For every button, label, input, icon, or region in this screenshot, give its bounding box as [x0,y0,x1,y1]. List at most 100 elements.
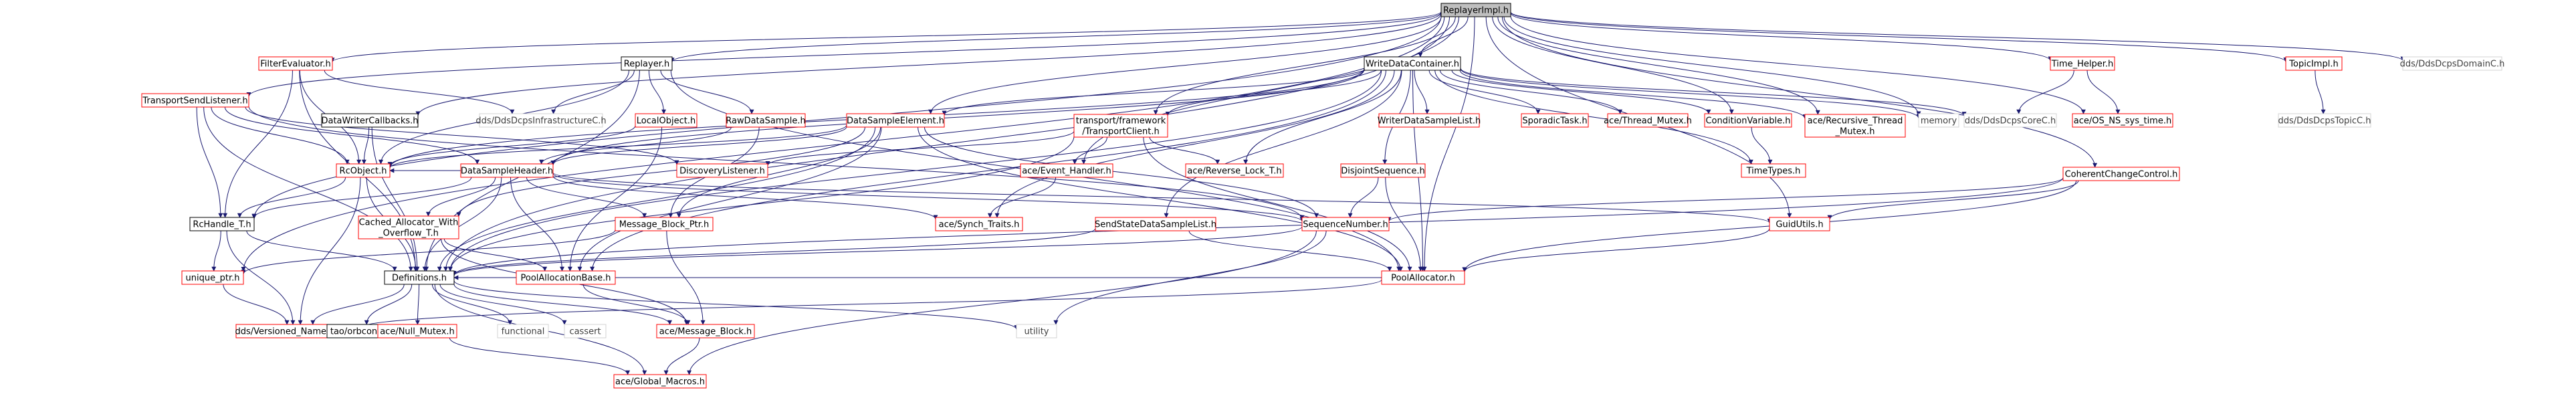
node-osns[interactable]: ace/OS_NS_sys_time.h [2072,113,2173,128]
node-timetypes[interactable]: TimeTypes.h [1741,163,1806,178]
edge-tclient-to-disclist [765,130,1075,167]
node-timehelper-label-0: Time_Helper.h [2051,60,2113,70]
node-osns-box [2072,113,2173,128]
node-condvar[interactable]: ConditionVariable.h [1704,113,1792,128]
edge-wdc-to-synchtraits [994,70,1395,218]
node-corec[interactable]: dds/DdsDcpsCoreC.h [1963,113,2057,128]
node-rawsample-box [726,113,806,128]
edge-cached-to-poolallocbase [443,238,548,272]
node-condvar-label-0: ConditionVariable.h [1705,116,1790,126]
node-domainc[interactable]: dds/DdsDcpsDomainC.h [2400,56,2505,71]
node-dsh-label-0: DataSampleHeader.h [461,167,553,177]
node-sendstate-label-0: SendStateDataSampleList.h [1095,220,1216,230]
edge-filtereval-to-infrac [324,70,515,114]
node-corec-box [1963,113,2057,128]
node-domainc-box [2402,56,2502,71]
node-guidutils[interactable]: GuidUtils.h [1769,217,1830,231]
node-dse[interactable]: DataSampleElement.h [846,113,945,128]
edge-root-to-definitions [443,16,1450,272]
node-disclist[interactable]: DiscoveryListener.h [676,163,768,178]
node-threadmutex[interactable]: ace/Thread_Mutex.h [1604,113,1692,128]
node-orbconf[interactable]: tao/orbconf.h [326,324,392,338]
edge-definitions-to-orbconf [364,284,413,325]
node-infrac[interactable]: dds/DdsDcpsInfrastructureC.h [475,113,607,128]
node-dsh[interactable]: DataSampleHeader.h [460,163,554,178]
node-coherent[interactable]: CoherentChangeControl.h [2062,167,2180,181]
edge-timehelper-to-osns [2086,70,2121,114]
node-tsl[interactable]: TransportSendListener.h [141,93,249,108]
node-memory[interactable]: memory [1918,113,1959,128]
node-rcobject[interactable]: RcObject.h [336,163,391,178]
node-topicc[interactable]: dds/DdsDcpsTopicC.h [2278,113,2371,128]
node-synchtraits[interactable]: ace/Synch_Traits.h [935,217,1023,231]
node-globalmacros-box [613,374,707,389]
node-localobj[interactable]: LocalObject.h [635,113,697,128]
node-nullmutex[interactable]: ace/Null_Mutex.h [377,324,457,338]
node-eventhandler-label-0: ace/Event_Handler.h [1022,167,1111,177]
node-disjoint[interactable]: DisjointSequence.h [1340,163,1426,178]
edge-timehelper-to-corec [2016,70,2074,114]
node-filtereval[interactable]: FilterEvaluator.h [258,56,333,71]
node-localobj-box [635,113,697,128]
node-rchandle-box [189,217,255,231]
node-tclient[interactable]: transport/framework/TransportClient.h [1073,114,1168,138]
node-localobj-label-0: LocalObject.h [637,116,695,126]
edge-dse-to-poolallocbase [577,126,882,272]
node-utility[interactable]: utility [1016,324,1057,338]
node-reverselock[interactable]: ace/Reverse_Lock_T.h [1185,163,1284,178]
node-msgblock[interactable]: ace/Message_Block.h [656,324,755,338]
edge-filtereval-to-rchandle [223,70,293,218]
node-reverselock-box [1185,163,1284,178]
node-replayer[interactable]: Replayer.h [621,56,673,71]
node-definitions[interactable]: Definitions.h [384,270,455,285]
node-sporadic[interactable]: SporadicTask.h [1521,113,1589,128]
edge-dsh-to-guidutils [552,172,1772,223]
node-seqnum[interactable]: SequenceNumber.h [1301,217,1390,231]
node-cached[interactable]: Cached_Allocator_With_Overflow_T.h [358,215,459,239]
edge-root-to-wdc [1418,16,1469,58]
edge-tsl-to-rcobject [211,106,350,165]
node-timetypes-label-0: TimeTypes.h [1746,167,1801,177]
edge-msgblock-to-globalmacros [663,337,700,375]
node-wdc-box [1364,56,1461,71]
edge-definitions-to-functional [431,284,513,325]
node-globalmacros[interactable]: ace/Global_Macros.h [613,374,707,389]
node-poolallocbase-label-0: PoolAllocationBase.h [520,274,611,284]
edge-wdc-to-definitions [447,70,1382,272]
node-eventhandler[interactable]: ace/Event_Handler.h [1020,163,1113,178]
node-synchtraits-label-0: ace/Synch_Traits.h [939,220,1020,230]
edge-topicimpl-to-topicc [2315,70,2326,114]
edge-dse-to-definitions [437,126,876,272]
node-functional-label-0: functional [502,327,545,337]
edge-definitions-to-versioned [310,284,405,325]
node-timehelper[interactable]: Time_Helper.h [2050,56,2115,71]
node-topicimpl[interactable]: TopicImpl.h [2285,56,2343,71]
node-sendstate[interactable]: SendStateDataSampleList.h [1095,217,1216,231]
edge-wdc-to-sporadic [1428,70,1541,114]
node-functional[interactable]: functional [497,324,549,338]
node-cassert[interactable]: cassert [564,324,607,338]
edge-mbptr-to-uniqueptr [241,229,616,275]
node-root: ReplayerImpl.h [1440,3,1511,17]
node-dwcb-box [321,113,419,128]
node-replayer-label-0: Replayer.h [624,60,670,70]
node-topicc-label-0: dds/DdsDcpsTopicC.h [2278,116,2371,126]
node-dwcb[interactable]: DataWriterCallbacks.h [321,113,419,128]
node-rawsample[interactable]: RawDataSample.h [726,113,806,128]
node-rchandle[interactable]: RcHandle_T.h [189,217,255,231]
node-mbptr[interactable]: Message_Block_Ptr.h [615,217,714,231]
node-poolallocator[interactable]: PoolAllocator.h [1381,270,1465,285]
node-poolallocator-label-0: PoolAllocator.h [1391,274,1455,284]
node-dsh-box [460,163,554,178]
node-recmutex-label-1: _Mutex.h [1835,127,1875,137]
node-globalmacros-label-0: ace/Global_Macros.h [615,377,705,387]
node-wdsl[interactable]: WriterDataSampleList.h [1378,113,1481,128]
node-wdc[interactable]: WriteDataContainer.h [1364,56,1461,71]
node-uniqueptr[interactable]: unique_ptr.h [181,270,244,285]
edge-wdc-to-recmutex [1459,70,1808,120]
edge-coherent-to-definitions [451,177,2064,276]
node-recmutex[interactable]: ace/Recursive_Thread_Mutex.h [1804,114,1906,138]
node-tclient-box [1073,114,1168,138]
node-poolallocbase[interactable]: PoolAllocationBase.h [516,270,616,285]
node-memory-label-0: memory [1921,116,1957,126]
